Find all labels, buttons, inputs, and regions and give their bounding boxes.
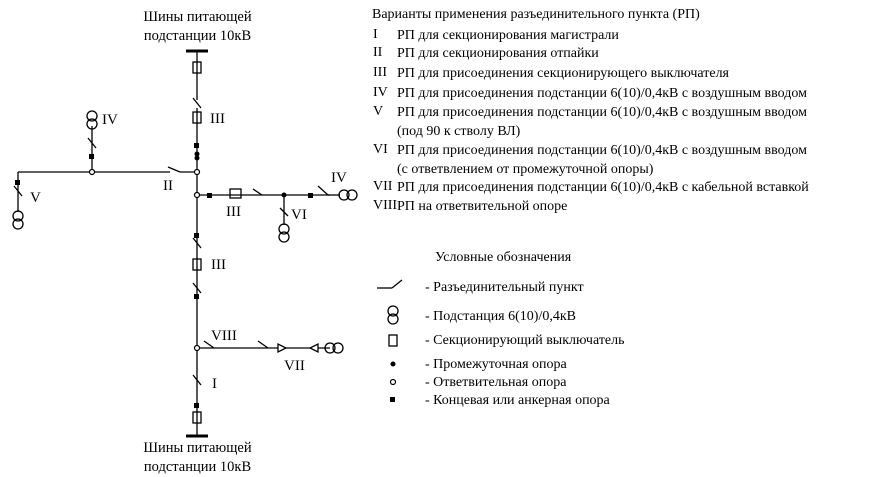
legend-label: - Концевая или анкерная опора — [425, 393, 610, 408]
variant-text: РП для присоединения секционирующего вык… — [397, 66, 730, 81]
disconnector-symbol — [377, 279, 403, 289]
right-disconnector-b — [317, 185, 329, 196]
legend-label: - Ответвительная опора — [425, 375, 567, 390]
substation-left-v — [12, 210, 24, 230]
left-branch-disconnector — [167, 166, 181, 173]
bottom-disconnector — [192, 374, 202, 386]
intermediate-pole — [194, 155, 200, 161]
bottom-bus-label: Шины питающей подстанции 10кВ — [120, 439, 275, 477]
variant-text: РП для присоединения подстанции 6(10)/0,… — [397, 105, 807, 120]
scheme-label-cable-substation: VII — [284, 358, 305, 374]
scheme-label-left-far: V — [30, 190, 41, 206]
legend-label: - Промежуточная опора — [425, 357, 567, 372]
mid-sectionalizing-switch — [192, 258, 202, 271]
variant-text-cont: (под 90 к стволу ВЛ) — [397, 124, 521, 139]
variant-num: V — [373, 104, 384, 119]
variant-num: II — [373, 45, 383, 60]
variants-title: Варианты применения разъединительного пу… — [372, 7, 700, 22]
intermediate-pole — [281, 192, 287, 198]
mid-disconnector-b — [192, 282, 202, 294]
scheme-label-junction-left: II — [163, 178, 173, 194]
top-disconnector — [192, 97, 202, 109]
anchor-pole — [15, 180, 20, 185]
scheme-label-left-transformer: IV — [102, 112, 118, 128]
anchor-pole — [194, 233, 199, 238]
top-bus-label-line2: подстанции 10кВ — [143, 28, 252, 44]
scheme-label-mid-section: III — [211, 257, 226, 273]
bottom-bus-label-line2: подстанции 10кВ — [143, 459, 252, 475]
cable-insert-left — [277, 342, 288, 354]
intermediate-pole — [194, 151, 200, 157]
left-transformer-disconnector — [87, 137, 97, 149]
variant-num: VI — [373, 142, 388, 157]
anchor-pole — [207, 193, 212, 198]
variant-text: РП для присоединения подстанции 6(10)/0,… — [397, 180, 809, 195]
branch-pole — [193, 168, 201, 176]
scheme-label-top-section: III — [210, 111, 225, 127]
anchor-pole — [194, 143, 199, 148]
branch-pole-symbol — [389, 378, 397, 386]
scheme-label-right-branch: VI — [291, 207, 307, 223]
variant-num: VIII — [373, 198, 398, 213]
legend-label: - Секционирующий выключатель — [425, 333, 625, 348]
branch-pole — [193, 344, 201, 352]
anchor-pole — [89, 154, 94, 159]
scheme-label-right-transformer: IV — [331, 170, 347, 186]
anchor-pole — [194, 294, 199, 299]
legend-label: - Подстанция 6(10)/0,4кВ — [425, 309, 576, 324]
anchor-pole-symbol — [390, 397, 395, 402]
viii-disconnector-b — [257, 340, 269, 349]
mid-disconnector — [192, 237, 202, 249]
variant-num: I — [373, 27, 378, 42]
substation-left-iv — [86, 110, 98, 130]
variant-text-cont: (с ответвлением от промежуточной опоры) — [397, 162, 654, 177]
top-bus-label: Шины питающей подстанции 10кВ — [120, 8, 275, 46]
variant-num: VII — [373, 179, 393, 194]
scheme-label-branch-pole: VIII — [211, 328, 237, 344]
anchor-pole — [194, 403, 199, 408]
variant-text: РП для секционирования магистрали — [397, 28, 619, 43]
viii-disconnector-a — [203, 340, 215, 349]
substation-right-iv — [338, 189, 358, 201]
right-branch-drop-disconnector — [279, 207, 289, 217]
legend-label: - Разъединительный пункт — [425, 280, 584, 295]
scheme-label-junction-section: III — [226, 204, 241, 220]
branch-pole — [193, 191, 201, 199]
cable-insert-right — [308, 342, 319, 354]
substation-symbol — [387, 305, 399, 325]
variant-text: РП для присоединения подстанции 6(10)/0,… — [397, 143, 807, 158]
bus-switch-box-top — [192, 61, 202, 74]
variant-text: РП на ответвительной опоре — [397, 199, 568, 214]
sectionalizing-switch-symbol — [388, 334, 398, 347]
variant-text: РП для секционирования отпайки — [397, 46, 599, 61]
scheme-label-bottom-section: I — [212, 376, 217, 392]
bottom-bus-label-line1: Шины питающей — [143, 440, 252, 456]
branch-pole — [88, 168, 96, 176]
top-bus-label-line1: Шины питающей — [143, 9, 252, 25]
right-disconnector-a — [252, 188, 263, 196]
substation-vii — [324, 342, 344, 354]
anchor-pole — [308, 193, 313, 198]
variant-num: IV — [373, 85, 388, 100]
variant-num: III — [373, 65, 387, 80]
right-sectionalizing-switch — [229, 188, 242, 199]
variant-text: РП для присоединения подстанции 6(10)/0,… — [397, 86, 807, 101]
substation-right-vi — [278, 223, 290, 243]
left-far-disconnector — [13, 185, 23, 197]
top-sectionalizing-switch — [192, 111, 202, 124]
legend-title: Условные обозначения — [435, 250, 572, 265]
intermediate-pole-symbol — [390, 361, 396, 367]
